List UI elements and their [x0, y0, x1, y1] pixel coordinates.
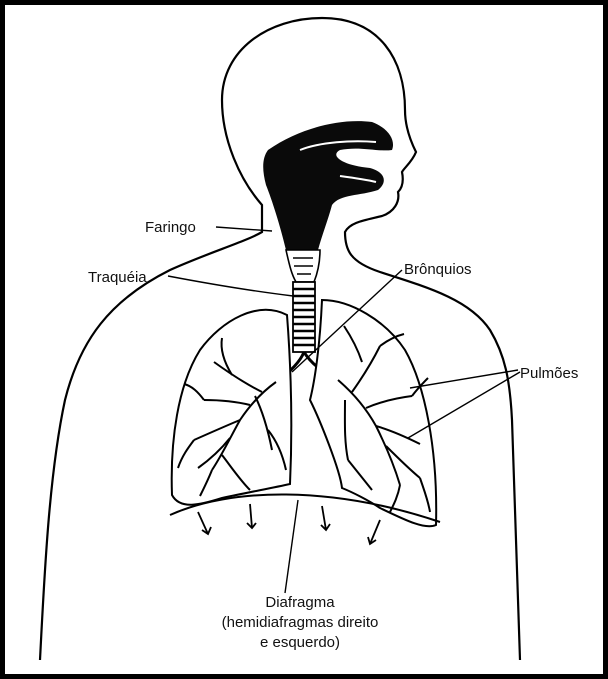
pharynx-shape: [263, 121, 393, 250]
diaphragm-arrows: [198, 504, 380, 544]
bronchi-label: Brônquios: [404, 262, 472, 277]
right-lung: [310, 300, 436, 526]
lungs-label: Pulmões: [520, 366, 578, 381]
trachea-label: Traquéia: [88, 270, 147, 285]
left-lung: [172, 310, 292, 505]
diaphragm-label-line1: Diafragma: [185, 593, 415, 613]
diaphragm-leader: [285, 500, 298, 593]
trachea: [293, 282, 315, 352]
diaphragm-label: Diafragma (hemidiafragmas direito e esqu…: [185, 593, 415, 653]
trachea-leader: [168, 276, 293, 296]
diaphragm-label-line3: e esquerdo): [185, 633, 415, 653]
diaphragm-label-line2: (hemidiafragmas direito: [185, 613, 415, 633]
pharynx-label: Faringo: [145, 220, 196, 235]
pharynx-leader: [216, 227, 272, 231]
